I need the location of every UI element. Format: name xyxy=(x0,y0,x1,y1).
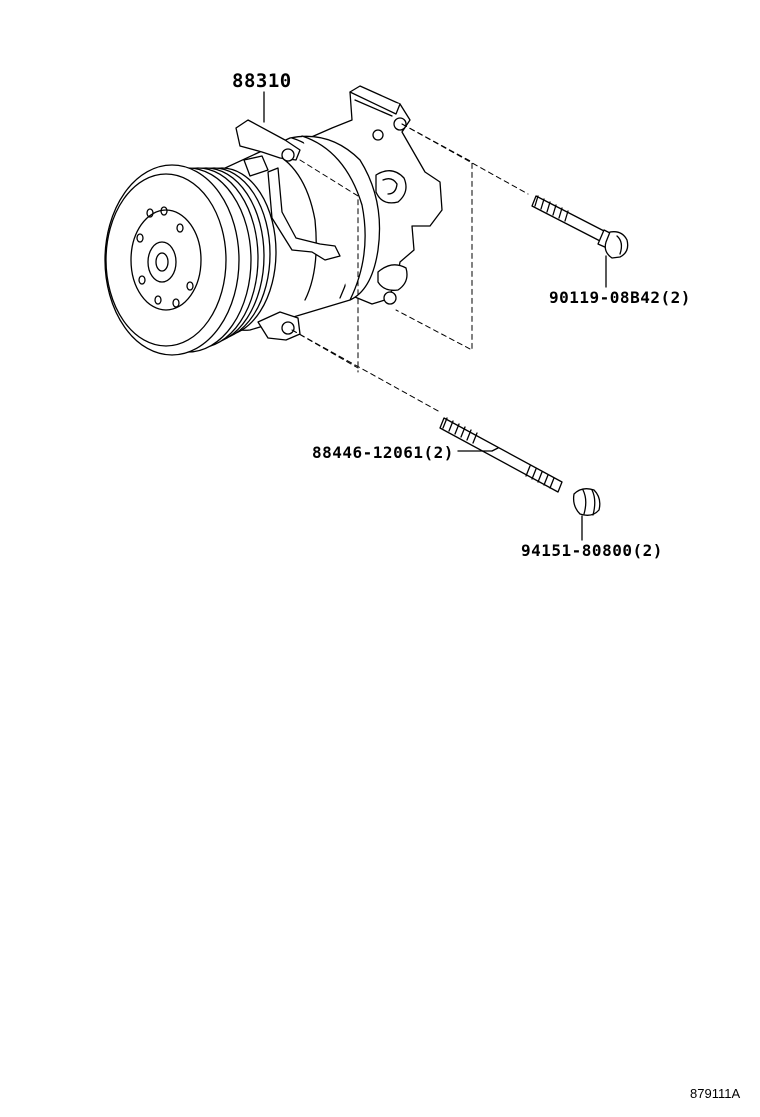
compressor-pulley xyxy=(105,165,276,355)
callout-stud-bolt: 88446-12061(2) xyxy=(312,443,454,462)
assembly-guide-lines xyxy=(292,124,528,412)
callout-compressor: 88310 xyxy=(232,70,292,92)
flange-bolt xyxy=(532,196,628,287)
hex-nut xyxy=(574,489,600,540)
diagram-code: 879111A xyxy=(690,1086,741,1101)
callout-hex-nut: 94151-80800(2) xyxy=(521,541,663,560)
stud-bolt xyxy=(440,418,562,492)
callout-flange-bolt: 90119-08B42(2) xyxy=(549,288,691,307)
